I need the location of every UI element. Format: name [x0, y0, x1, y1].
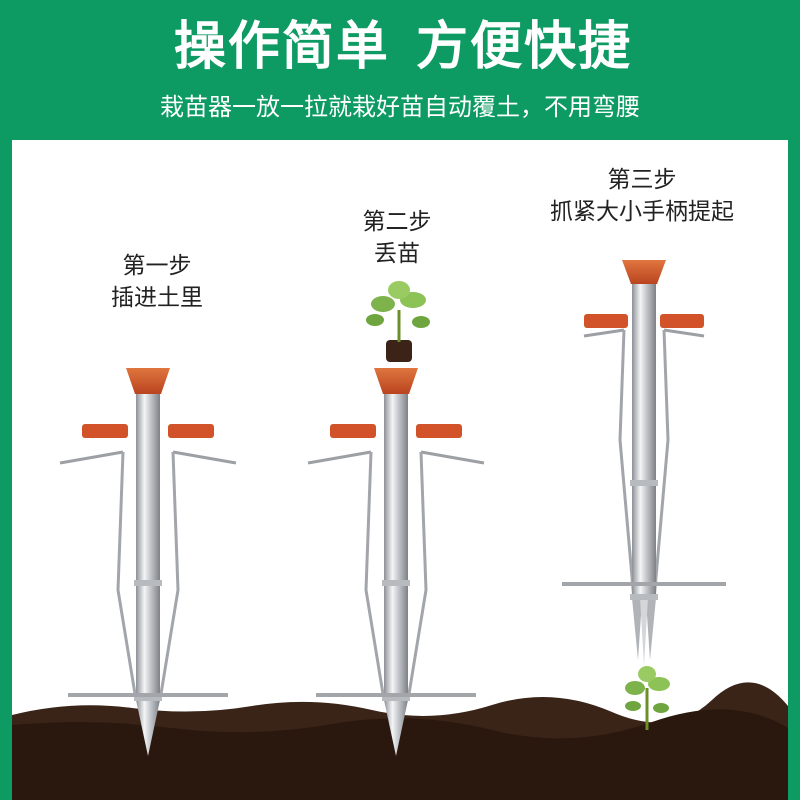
step3-label: 第三步 抓紧大小手柄提起 — [512, 164, 772, 228]
step2-action: 丢苗 — [374, 241, 420, 267]
planter-illustration — [12, 260, 788, 800]
step1-label: 第一步 插进土里 — [72, 250, 242, 314]
step1-title: 第一步 — [122, 253, 192, 279]
planter-step1 — [59, 368, 237, 756]
planter-step2 — [307, 368, 485, 756]
headline-part2: 方便快捷 — [416, 17, 633, 77]
headline: 操作简单 方便快捷 — [0, 14, 800, 80]
step2-label: 第二步 丢苗 — [312, 206, 482, 270]
step2-title: 第二步 — [362, 209, 432, 235]
seedling-planted — [625, 666, 670, 730]
headline-part1: 操作简单 — [167, 14, 396, 80]
subtitle: 栽苗器一放一拉就栽好苗自动覆土，不用弯腰 — [160, 93, 640, 121]
illustration-area: 第一步 插进土里 第二步 丢苗 第三步 抓紧大小手柄提起 — [12, 140, 788, 800]
planter-step3 — [562, 260, 726, 665]
step3-title: 第三步 — [607, 167, 677, 193]
seedling-step2 — [366, 281, 430, 362]
step1-action: 插进土里 — [111, 285, 203, 311]
step3-action: 抓紧大小手柄提起 — [550, 199, 734, 225]
header-banner: 操作简单 方便快捷 栽苗器一放一拉就栽好苗自动覆土，不用弯腰 — [0, 0, 800, 140]
